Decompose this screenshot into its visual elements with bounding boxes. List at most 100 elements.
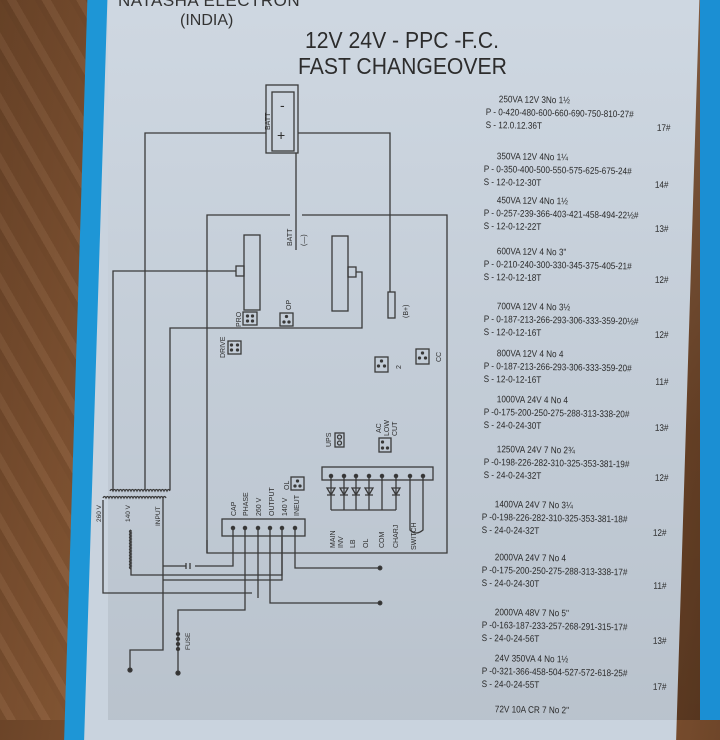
output-terminal-block	[321, 466, 434, 481]
fuse-symbol	[175, 625, 181, 676]
bplus-terminal	[387, 291, 396, 319]
spec-wire-gauge: 17#	[656, 122, 671, 134]
spec-wire-gauge: 17#	[652, 681, 667, 693]
label-output: OUTPUT	[269, 487, 276, 517]
battery-plus-sign: +	[277, 127, 285, 143]
label-ineut: INEUT	[294, 494, 301, 516]
neutral-terminal-dot	[377, 565, 383, 571]
connector-2	[374, 356, 389, 373]
ac-low-cut-label-low: LOW	[384, 420, 391, 436]
output-terminal-dot	[377, 600, 383, 606]
diode-icon	[325, 487, 337, 497]
spec-wire-gauge: 12#	[652, 527, 667, 539]
ac-low-cut-label-ac: AC	[376, 423, 383, 433]
connector-ol	[290, 476, 305, 491]
cc-label: CC	[436, 352, 443, 362]
battery-minus-sign: -	[280, 97, 285, 113]
spec-wire-gauge: 13#	[652, 635, 667, 647]
diode-icon	[363, 487, 375, 497]
diode-icon	[338, 487, 350, 497]
label-charj: CHARJ	[393, 525, 400, 548]
label-main: MAIN	[330, 531, 337, 549]
wire-battery-to-bplus	[298, 132, 391, 292]
ac-low-cut-label-cut: CUT	[392, 421, 399, 436]
label-140v: 140 V	[282, 497, 289, 516]
input-terminal-dot	[127, 667, 133, 673]
brand-country: (INDIA)	[180, 12, 234, 29]
wire-cap	[195, 528, 234, 567]
connector-ups	[334, 432, 345, 448]
batt-negative-label: BATT	[287, 228, 294, 246]
spec-title: 72V 10A CR 7 No 2"	[494, 704, 570, 717]
connector-pro	[242, 311, 258, 326]
batt-negative-sign: (—)	[301, 234, 308, 246]
output-block-labels: MAIN INV LB OL COM CHARJ SWITCH	[330, 522, 418, 550]
output-block-pins	[325, 473, 426, 534]
drive-label: DRIVE	[220, 336, 227, 358]
wire-relay-right	[169, 271, 363, 490]
spec-wire-gauge: 13#	[654, 223, 669, 235]
diode-icon	[350, 487, 362, 497]
spec-wire-gauge: 12#	[654, 274, 669, 286]
diode-icon	[390, 487, 402, 497]
wire-140v-term	[163, 528, 283, 581]
wire-output	[269, 528, 380, 604]
spec-entry: 2000VA 48V 7 No 5"P -0-163-187-233-257-2…	[482, 606, 667, 648]
ol-label: OL	[284, 481, 291, 490]
connector-2-label: 2	[396, 365, 403, 369]
wire-neutral	[294, 528, 380, 569]
spec-wire-gauge: 11#	[653, 580, 667, 592]
connector-drive	[227, 340, 242, 355]
spec-wire-gauge: 12#	[654, 329, 669, 341]
wire-input	[129, 497, 164, 670]
bplus-label: (B+)	[403, 305, 410, 318]
pcb-outline	[206, 214, 448, 554]
transformer-secondary-coil	[102, 495, 167, 500]
ups-label: UPS	[326, 432, 333, 447]
label-com: COM	[379, 532, 386, 549]
transformer-260v-label: 260 V	[96, 504, 103, 522]
brand-name: NATASHA ELECTRON	[118, 0, 301, 10]
spec-wire-gauge: 11#	[655, 376, 669, 388]
transformer-primary-coil	[109, 488, 171, 493]
label-switch: SWITCH	[411, 522, 418, 550]
wiring-diagram: - + BATT BATT (—) (B+) PRO OP DRIVE 2 CC…	[96, 84, 448, 676]
spec-entry: 600VA 12V 4 No 3"P - 0-210-240-300-330-3…	[484, 245, 669, 287]
input-terminal-block	[221, 518, 306, 537]
label-260v: 260 V	[256, 497, 263, 516]
wire-battery-positive	[144, 132, 266, 490]
input-terminal-labels: CAP PHASE 260 V OUTPUT 140 V INEUT	[231, 487, 301, 517]
battery-symbol: - + BATT	[265, 84, 299, 154]
switch-loop	[409, 476, 424, 534]
connector-ac-low-cut	[378, 437, 392, 453]
spec-wire-gauge: 12#	[654, 472, 669, 484]
op-label: OP	[286, 300, 293, 310]
diagram-title: 12V 24V - PPC -F.C.	[305, 27, 500, 53]
wire-relay-left	[112, 270, 236, 490]
spec-entry: 72V 10A CR 7 No 2"	[482, 703, 569, 717]
battery-label: BATT	[265, 112, 272, 130]
fuse-label: FUSE	[185, 632, 192, 650]
label-inv: INV	[338, 536, 345, 548]
label-phase: PHASE	[243, 492, 250, 516]
